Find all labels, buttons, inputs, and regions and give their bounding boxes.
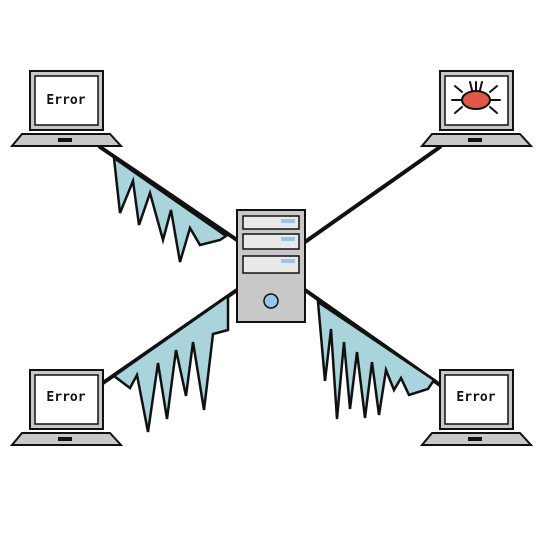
icicles-top-left	[112, 155, 229, 263]
server-tower[interactable]	[236, 209, 306, 323]
bug-icon	[451, 81, 501, 114]
icicles-bottom-right	[316, 299, 436, 420]
laptop-screen	[34, 75, 99, 126]
cable-top-left	[98, 145, 239, 242]
screen-error-text: Error	[456, 390, 495, 405]
laptop-screen	[444, 374, 509, 425]
icicles-bottom-left	[111, 293, 230, 433]
drive-bay-2	[242, 233, 300, 250]
icicles	[111, 155, 436, 433]
laptop-screen	[34, 374, 99, 425]
screen-error-text: Error	[46, 93, 85, 108]
screen-error-text: Error	[46, 390, 85, 405]
laptop-top-left[interactable]: Error	[9, 70, 124, 147]
laptop-bottom-right[interactable]: Error	[419, 369, 534, 446]
laptop-top-right[interactable]	[419, 70, 534, 147]
cable-top-right	[303, 145, 442, 244]
drive-bay-3	[242, 255, 300, 274]
power-button-icon	[263, 293, 279, 309]
laptop-bottom-left[interactable]: Error	[9, 369, 124, 446]
